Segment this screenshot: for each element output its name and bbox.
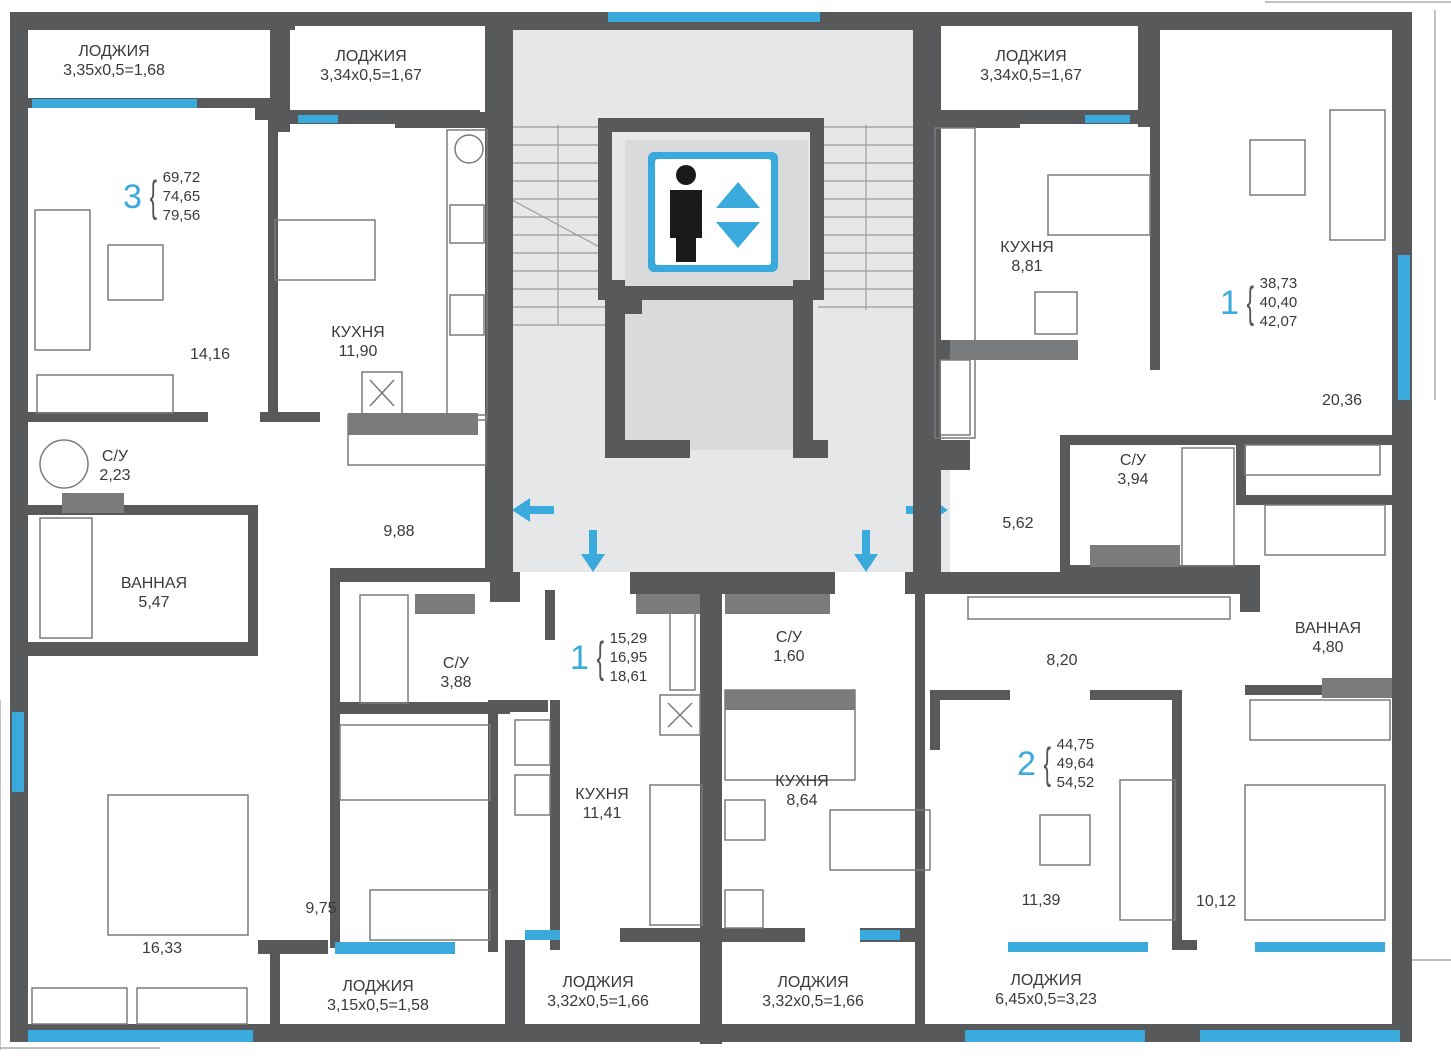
area-value: 38,73 <box>1259 275 1298 292</box>
room-name: ЛОДЖИЯ <box>335 48 407 65</box>
elevator-person-icon <box>648 152 778 272</box>
room-size: 2,23 <box>99 467 131 484</box>
apartment-areas: 44,75 49,64 54,52 <box>1057 735 1095 792</box>
apartment-number: 1 <box>570 638 589 677</box>
stairs-left <box>511 125 606 326</box>
area-value: 40,40 <box>1259 294 1298 311</box>
room-label-kitchen-nw: КУХНЯ 11,90 <box>331 323 384 361</box>
room-label-wc-c1: С/У 3,88 <box>440 654 471 692</box>
room-size: 4,80 <box>1312 639 1344 656</box>
room-name: С/У <box>1119 452 1147 469</box>
brace-icon: { <box>596 632 604 682</box>
room-label-loggia-sw: ЛОДЖИЯ 3,15x0,5=1,58 <box>327 977 429 1015</box>
vent-shafts <box>62 340 1392 710</box>
area-label: 8,20 <box>1046 652 1078 669</box>
area-label: 14,16 <box>189 346 231 363</box>
apartment-marker: 1 { 38,73 40,40 42,07 <box>1220 274 1297 331</box>
room-size: 6,45x0,5=3,23 <box>995 991 1097 1008</box>
walls <box>10 12 1412 1044</box>
room-name: КУХНЯ <box>575 786 629 803</box>
room-name: КУХНЯ <box>331 324 385 341</box>
room-label-wc-nw: С/У 2,23 <box>99 447 130 485</box>
room-label-kitchen-ne: КУХНЯ 8,81 <box>1000 238 1053 276</box>
room-label-loggia-nw: ЛОДЖИЯ 3,35x0,5=1,68 <box>63 42 165 80</box>
area-value: 79,56 <box>162 207 201 224</box>
room-name: ЛОДЖИЯ <box>1010 972 1082 989</box>
room-name: С/У <box>101 448 129 465</box>
room-size: 8,64 <box>786 792 818 809</box>
apartment-areas: 15,29 16,95 18,61 <box>610 629 648 686</box>
room-label-loggia-se: ЛОДЖИЯ 6,45x0,5=3,23 <box>995 971 1097 1009</box>
room-size: 3,15x0,5=1,58 <box>327 997 429 1014</box>
area-value: 16,95 <box>609 649 648 666</box>
area-value: 69,72 <box>162 169 201 186</box>
area-label: 5,62 <box>1002 515 1034 532</box>
room-name: ЛОДЖИЯ <box>78 43 150 60</box>
room-size: 3,34x0,5=1,67 <box>320 67 422 84</box>
furniture <box>31 109 1391 1025</box>
room-label-bath-e: ВАННАЯ 4,80 <box>1295 619 1361 657</box>
apartment-marker: 2 { 44,75 49,64 54,52 <box>1017 735 1094 792</box>
room-name: ЛОДЖИЯ <box>777 974 849 991</box>
apartment-number: 2 <box>1017 744 1036 783</box>
room-label-bath-nw: ВАННАЯ 5,47 <box>121 574 187 612</box>
room-size: 8,81 <box>1011 258 1043 275</box>
room-size: 3,94 <box>1117 471 1149 488</box>
room-name: ВАННАЯ <box>1294 620 1362 637</box>
brace-icon: { <box>149 171 157 221</box>
elevator-shaft <box>598 118 828 458</box>
room-label-kitchen-c2: КУХНЯ 8,64 <box>775 772 828 810</box>
brace-icon: { <box>1043 738 1051 788</box>
corridor <box>510 456 950 572</box>
room-size: 11,90 <box>338 343 378 360</box>
area-label: 10,12 <box>1195 893 1237 910</box>
area-value: 74,65 <box>162 188 201 205</box>
apartment-areas: 69,72 74,65 79,56 <box>163 168 201 225</box>
area-value: 15,29 <box>609 630 648 647</box>
area-label: 11,39 <box>1021 892 1061 909</box>
room-name: ЛОДЖИЯ <box>562 974 634 991</box>
area-label: 9,88 <box>383 523 415 540</box>
brace-icon: { <box>1246 277 1254 327</box>
room-label-loggia-n2: ЛОДЖИЯ 3,34x0,5=1,67 <box>320 47 422 85</box>
room-name: С/У <box>442 655 470 672</box>
room-label-kitchen-c1: КУХНЯ 11,41 <box>575 785 628 823</box>
room-label-wc-c2: С/У 1,60 <box>773 628 804 666</box>
area-value: 49,64 <box>1056 755 1095 772</box>
area-value: 42,07 <box>1259 313 1298 330</box>
area-label: 20,36 <box>1321 392 1363 409</box>
room-label-loggia-s3: ЛОДЖИЯ 3,32x0,5=1,66 <box>762 973 864 1011</box>
room-name: ЛОДЖИЯ <box>342 978 414 995</box>
room-name: ВАННАЯ <box>120 575 188 592</box>
room-name: ЛОДЖИЯ <box>995 48 1067 65</box>
apartment-number: 1 <box>1220 283 1239 322</box>
area-value: 54,52 <box>1056 774 1095 791</box>
room-size: 11,41 <box>582 805 622 822</box>
area-label: 16,33 <box>141 940 183 957</box>
room-name: КУХНЯ <box>775 773 829 790</box>
windows <box>12 12 1410 1042</box>
apartment-areas: 38,73 40,40 42,07 <box>1260 274 1298 331</box>
room-size: 3,88 <box>440 674 472 691</box>
apartment-marker: 3 { 69,72 74,65 79,56 <box>123 168 200 225</box>
room-size: 3,35x0,5=1,68 <box>63 62 165 79</box>
room-size: 3,34x0,5=1,67 <box>980 67 1082 84</box>
room-size: 5,47 <box>138 594 170 611</box>
apartment-marker: 1 { 15,29 16,95 18,61 <box>570 629 647 686</box>
room-label-loggia-ne: ЛОДЖИЯ 3,34x0,5=1,67 <box>980 47 1082 85</box>
stairs-right <box>818 125 913 310</box>
area-value: 44,75 <box>1056 736 1095 753</box>
room-label-loggia-s2: ЛОДЖИЯ 3,32x0,5=1,66 <box>547 973 649 1011</box>
room-name: КУХНЯ <box>1000 239 1054 256</box>
room-size: 1,60 <box>773 648 805 665</box>
room-name: С/У <box>775 629 803 646</box>
room-size: 3,32x0,5=1,66 <box>547 993 649 1010</box>
area-label: 9,75 <box>305 900 337 917</box>
area-value: 18,61 <box>609 668 648 685</box>
room-size: 3,32x0,5=1,66 <box>762 993 864 1010</box>
apartment-number: 3 <box>123 177 142 216</box>
room-label-wc-ne: С/У 3,94 <box>1117 451 1148 489</box>
